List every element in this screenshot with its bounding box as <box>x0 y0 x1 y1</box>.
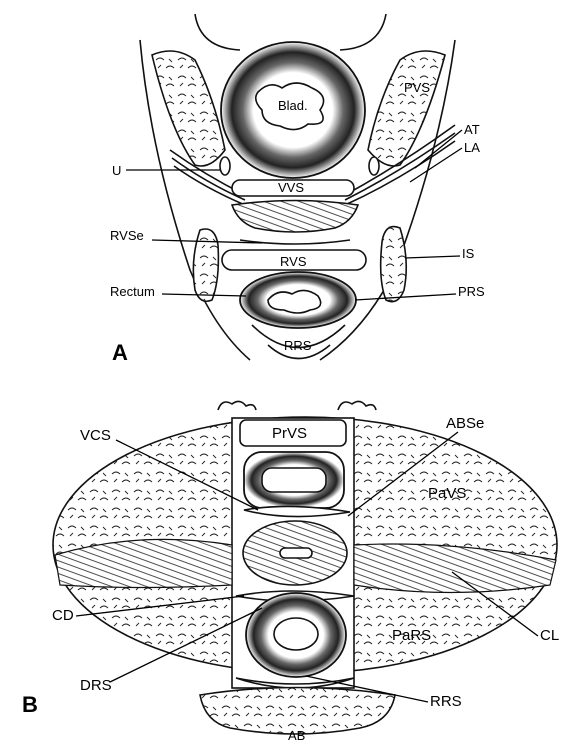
fat-pad-left <box>151 50 226 167</box>
leader-abse <box>347 431 459 517</box>
artist-initials: AB <box>288 728 305 743</box>
fat-pad-right <box>367 50 446 167</box>
label-abse: ABSe <box>446 415 484 432</box>
rectovaginal-septum <box>239 239 351 245</box>
label-pars: PaRS <box>392 627 431 644</box>
leader-is <box>404 255 461 259</box>
retrorectal-space-b <box>235 677 355 689</box>
label-pvs: PVS <box>404 80 430 95</box>
panel-label-a: A <box>112 340 128 365</box>
pelvic-wall-left <box>139 39 251 361</box>
label-rrs: RRS <box>284 338 312 353</box>
sacrum-outline <box>267 344 331 360</box>
fat-globules-left <box>217 400 257 411</box>
rectum-lumen <box>267 289 322 314</box>
label-at: AT <box>464 122 480 137</box>
label-prvs: PrVS <box>272 425 307 442</box>
label-u: U <box>112 163 121 178</box>
leader-vcs <box>115 439 259 511</box>
levator-fibers-right <box>344 124 456 206</box>
leader-cd <box>75 595 245 617</box>
label-vcs: VCS <box>80 427 111 444</box>
leader-rrs-b <box>305 675 429 703</box>
label-cd: CD <box>52 607 74 624</box>
rectovaginal-space <box>221 249 367 271</box>
leader-at <box>414 129 463 169</box>
panel-label-b: B <box>22 692 38 717</box>
ureter-left <box>219 156 231 176</box>
label-rvse: RVSe <box>110 228 144 243</box>
label-rvs: RVS <box>280 254 307 269</box>
label-prs: PRS <box>458 284 485 299</box>
leader-drs <box>109 607 263 683</box>
cervical-canal <box>279 547 313 559</box>
label-cl: CL <box>540 627 559 644</box>
sacrum-b <box>199 686 396 735</box>
label-is: IS <box>462 246 475 261</box>
label-drs: DRS <box>80 677 112 694</box>
label-pavs: PaVS <box>428 485 466 502</box>
ureter-right <box>368 156 380 176</box>
rectum-section-lumen <box>273 617 319 651</box>
cardinal-ligament-right <box>353 543 557 594</box>
label-rectum: Rectum <box>110 284 155 299</box>
cardinal-ligament-left <box>54 538 233 589</box>
leader-cl <box>451 571 539 637</box>
leader-rectum <box>161 293 247 297</box>
label-rrs-b: RRS <box>430 693 462 710</box>
fat-globules-right <box>337 400 377 411</box>
bladder-section-lumen <box>261 467 327 493</box>
panel-a: Blad. PVS AT LA U VVS RVSe IS RVS Rectum… <box>110 13 485 365</box>
ischial-spine-right <box>379 225 408 303</box>
panel-b: PrVS VCS ABSe PaVS CD CL PaRS DRS RRS AB… <box>22 400 559 743</box>
retrorectal-space <box>251 324 346 349</box>
leader-rvse <box>151 239 263 244</box>
vesicovaginal-space <box>231 179 355 197</box>
leader-prs <box>354 293 457 301</box>
label-bladder: Blad. <box>278 98 308 113</box>
label-vvs: VVS <box>278 180 304 195</box>
label-la: LA <box>464 140 480 155</box>
vesicocervical-space-b <box>243 505 351 518</box>
bladder-lumen <box>254 82 325 131</box>
pubic-arch <box>194 13 387 51</box>
prevesical-space <box>239 419 347 447</box>
leader-la <box>409 147 463 183</box>
vagina <box>230 199 360 233</box>
ischial-spine-left <box>192 228 220 303</box>
